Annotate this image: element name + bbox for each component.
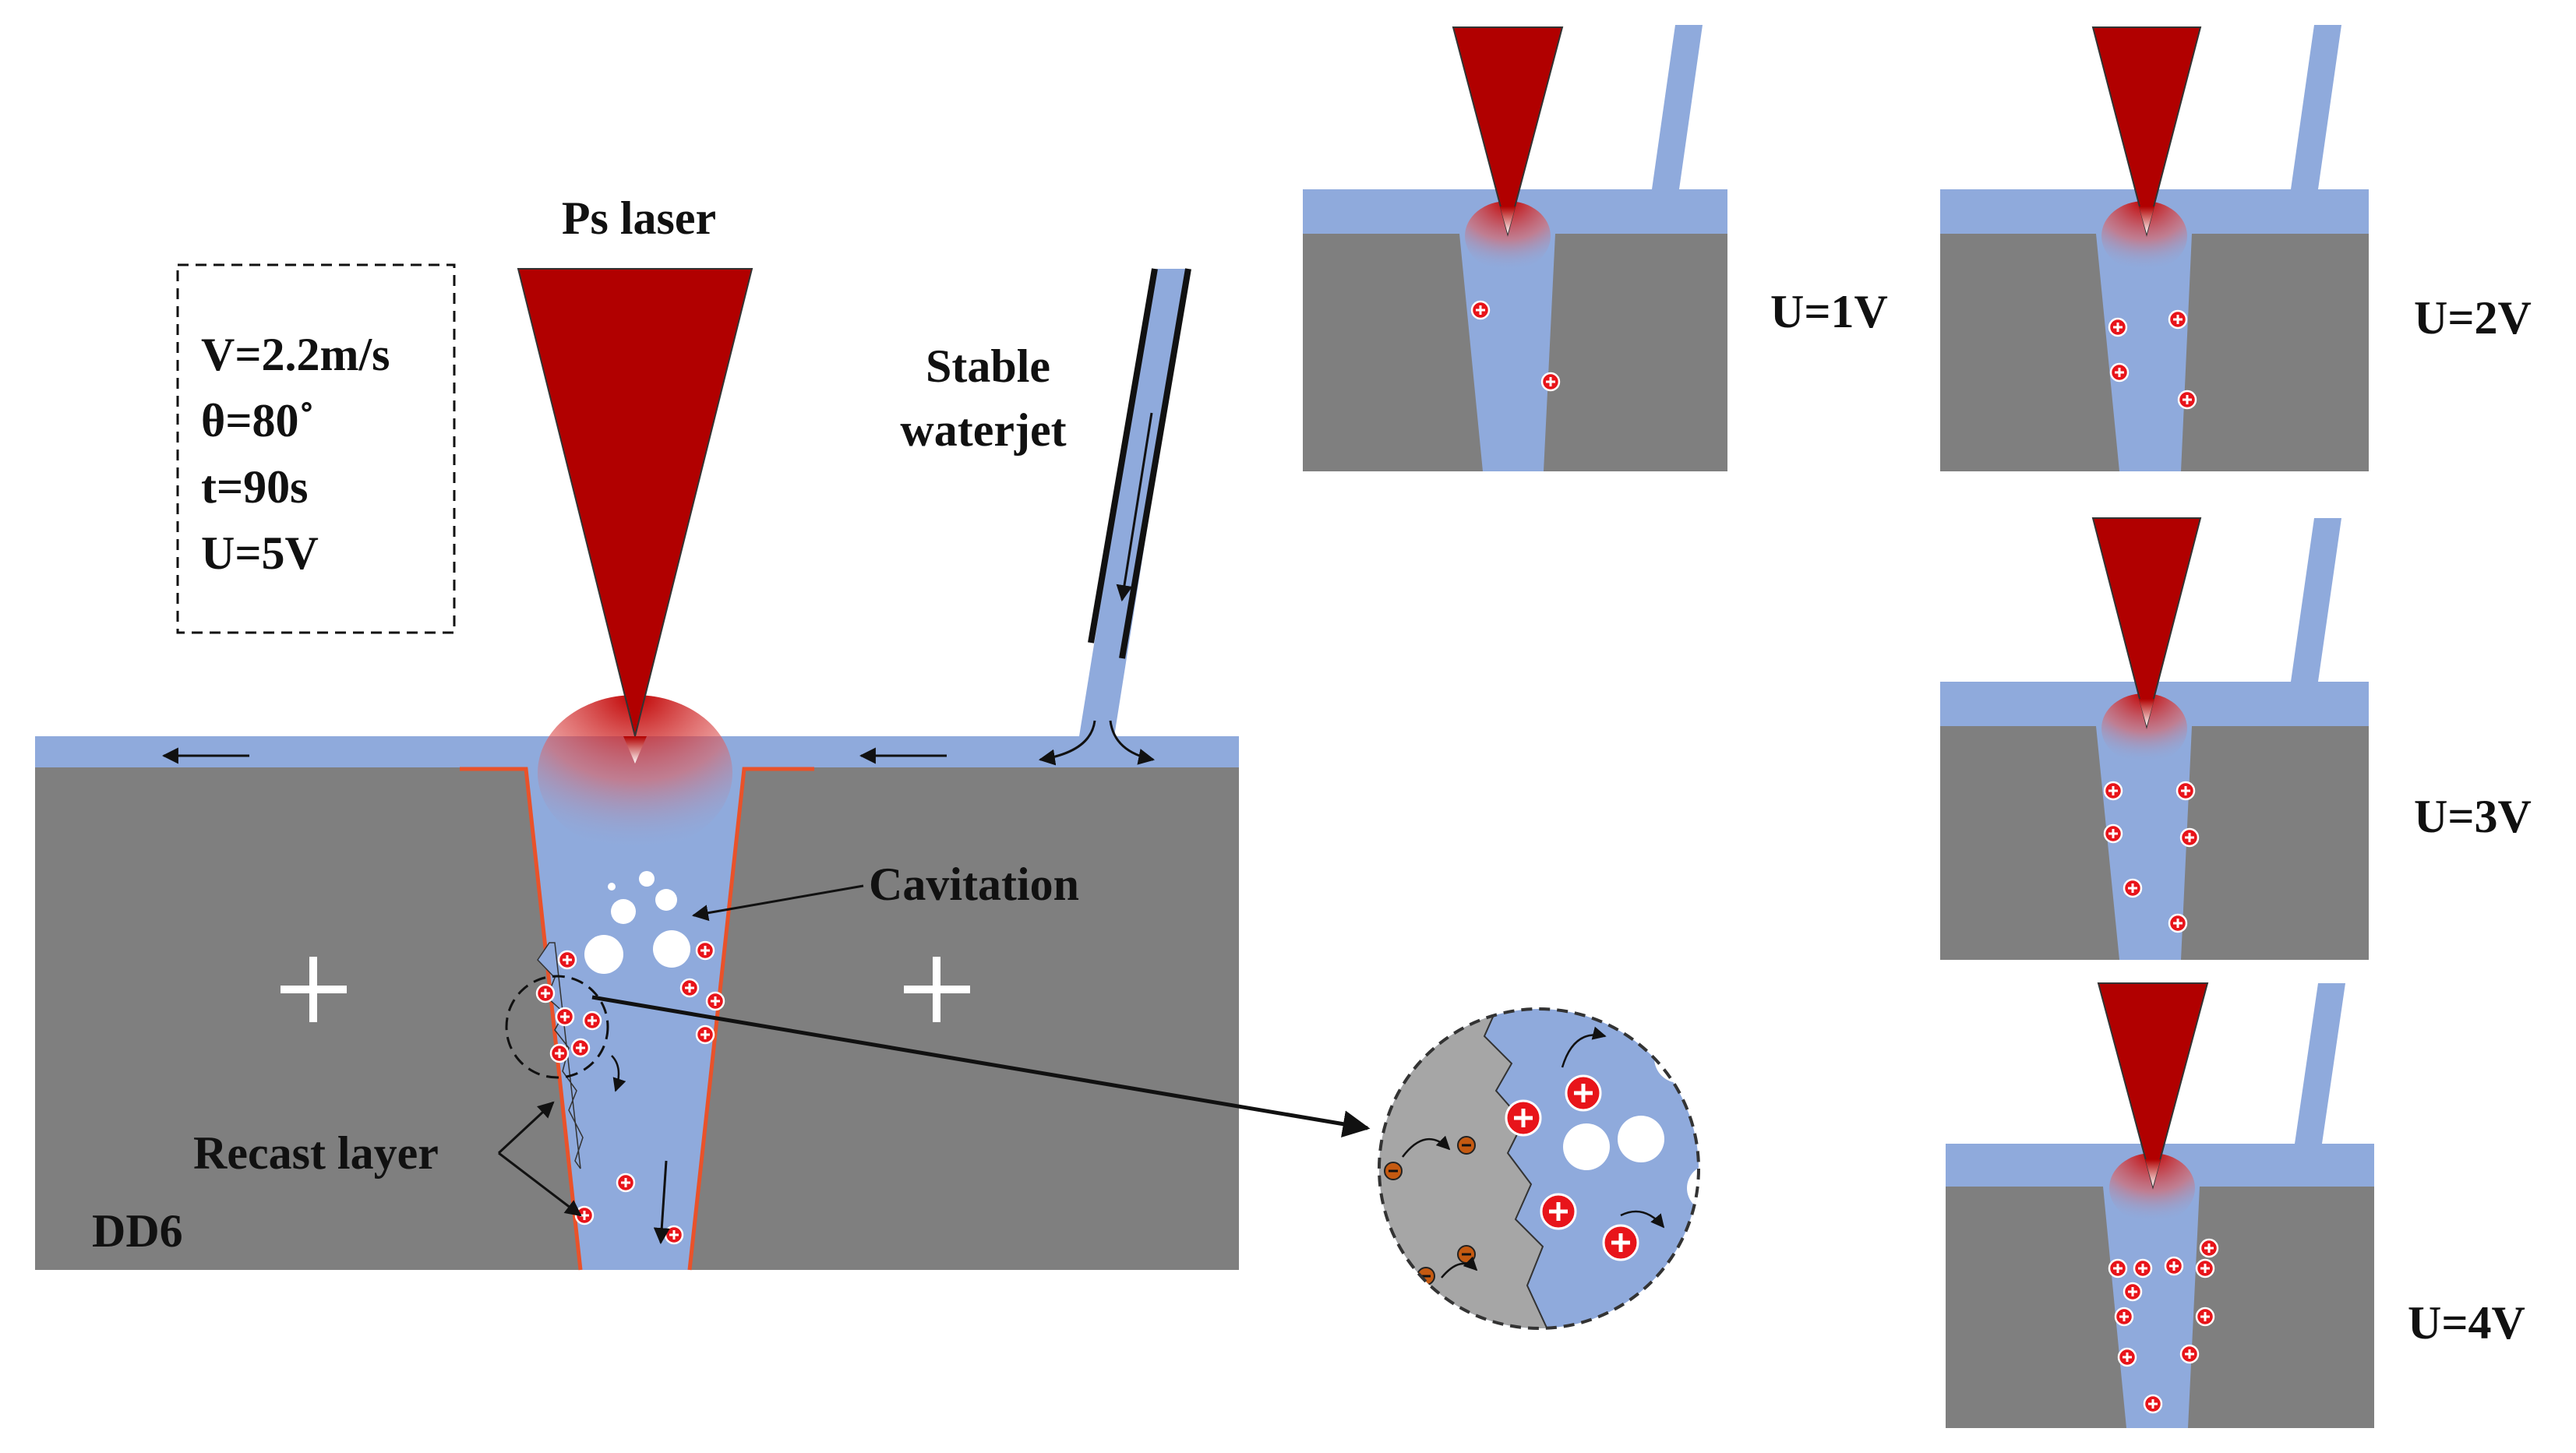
waterjet-nozzle-wall-right bbox=[1119, 268, 1191, 659]
waterjet-label-line1: Stable bbox=[926, 340, 1050, 392]
kerf-flow-arrow-2 bbox=[653, 1160, 670, 1245]
panel-u4v: U=4V bbox=[1946, 982, 2525, 1428]
panel-u2v-label: U=2V bbox=[2414, 292, 2532, 344]
laser-label: Ps laser bbox=[562, 192, 716, 244]
recast-pointer-1 bbox=[497, 1101, 555, 1155]
panel-u1v: U=1V bbox=[1303, 25, 1888, 471]
panel-u2v: U=2V bbox=[1940, 25, 2532, 471]
recast-pointer-2 bbox=[498, 1151, 582, 1217]
heat-affected-zone bbox=[538, 695, 732, 851]
panel-u1v-label: U=1V bbox=[1770, 286, 1888, 337]
waterjet-flow-arrow bbox=[1116, 412, 1153, 602]
zoom-flow-arrow-4 bbox=[1620, 1210, 1665, 1229]
waterjet-nozzle-wall-left bbox=[1088, 268, 1158, 644]
zoom-flow-arrow-2 bbox=[1441, 1256, 1478, 1278]
laser-tip bbox=[623, 736, 647, 764]
recast-line-left bbox=[460, 767, 583, 1271]
anode-plus-left bbox=[281, 957, 347, 1022]
param-angle: θ=80˚ bbox=[201, 395, 315, 446]
zoom-flow-arrow-3 bbox=[1561, 1026, 1607, 1068]
cavitation-bubbles bbox=[584, 871, 690, 974]
recast-layer-jagged bbox=[537, 942, 584, 1169]
cavitation-label: Cavitation bbox=[869, 859, 1079, 910]
split-arrow-right bbox=[1109, 720, 1156, 765]
magnify-circle bbox=[505, 975, 609, 1079]
zoom-flow-arrow-1 bbox=[1402, 1135, 1451, 1158]
anode-plus-right bbox=[904, 957, 970, 1022]
waterjet-stream bbox=[1079, 269, 1188, 736]
panel-u4v-label: U=4V bbox=[2408, 1297, 2525, 1349]
recast-label: Recast layer bbox=[193, 1127, 439, 1179]
cavitation-pointer bbox=[691, 884, 864, 922]
param-velocity: V=2.2m/s bbox=[201, 329, 390, 380]
split-arrow-left bbox=[1038, 720, 1096, 766]
waterjet-label-line2: waterjet bbox=[900, 404, 1066, 456]
param-voltage: U=5V bbox=[201, 527, 319, 579]
panel-u3v-label: U=3V bbox=[2414, 791, 2532, 842]
param-time: t=90s bbox=[201, 461, 309, 513]
kerf-flow-arrow-1 bbox=[611, 1055, 626, 1092]
main-diagram: V=2.2m/s θ=80˚ t=90s U=5V Ps laser Stabl… bbox=[35, 192, 1371, 1271]
material-label: DD6 bbox=[92, 1205, 183, 1257]
magnify-leader-arrow bbox=[591, 995, 1371, 1138]
recast-line-right bbox=[687, 767, 814, 1271]
panel-u3v: U=3V bbox=[1940, 517, 2532, 960]
zoom-circle-border bbox=[1378, 1007, 1700, 1330]
zoom-view bbox=[1378, 1007, 1700, 1330]
ps-laser-beam bbox=[517, 268, 753, 737]
